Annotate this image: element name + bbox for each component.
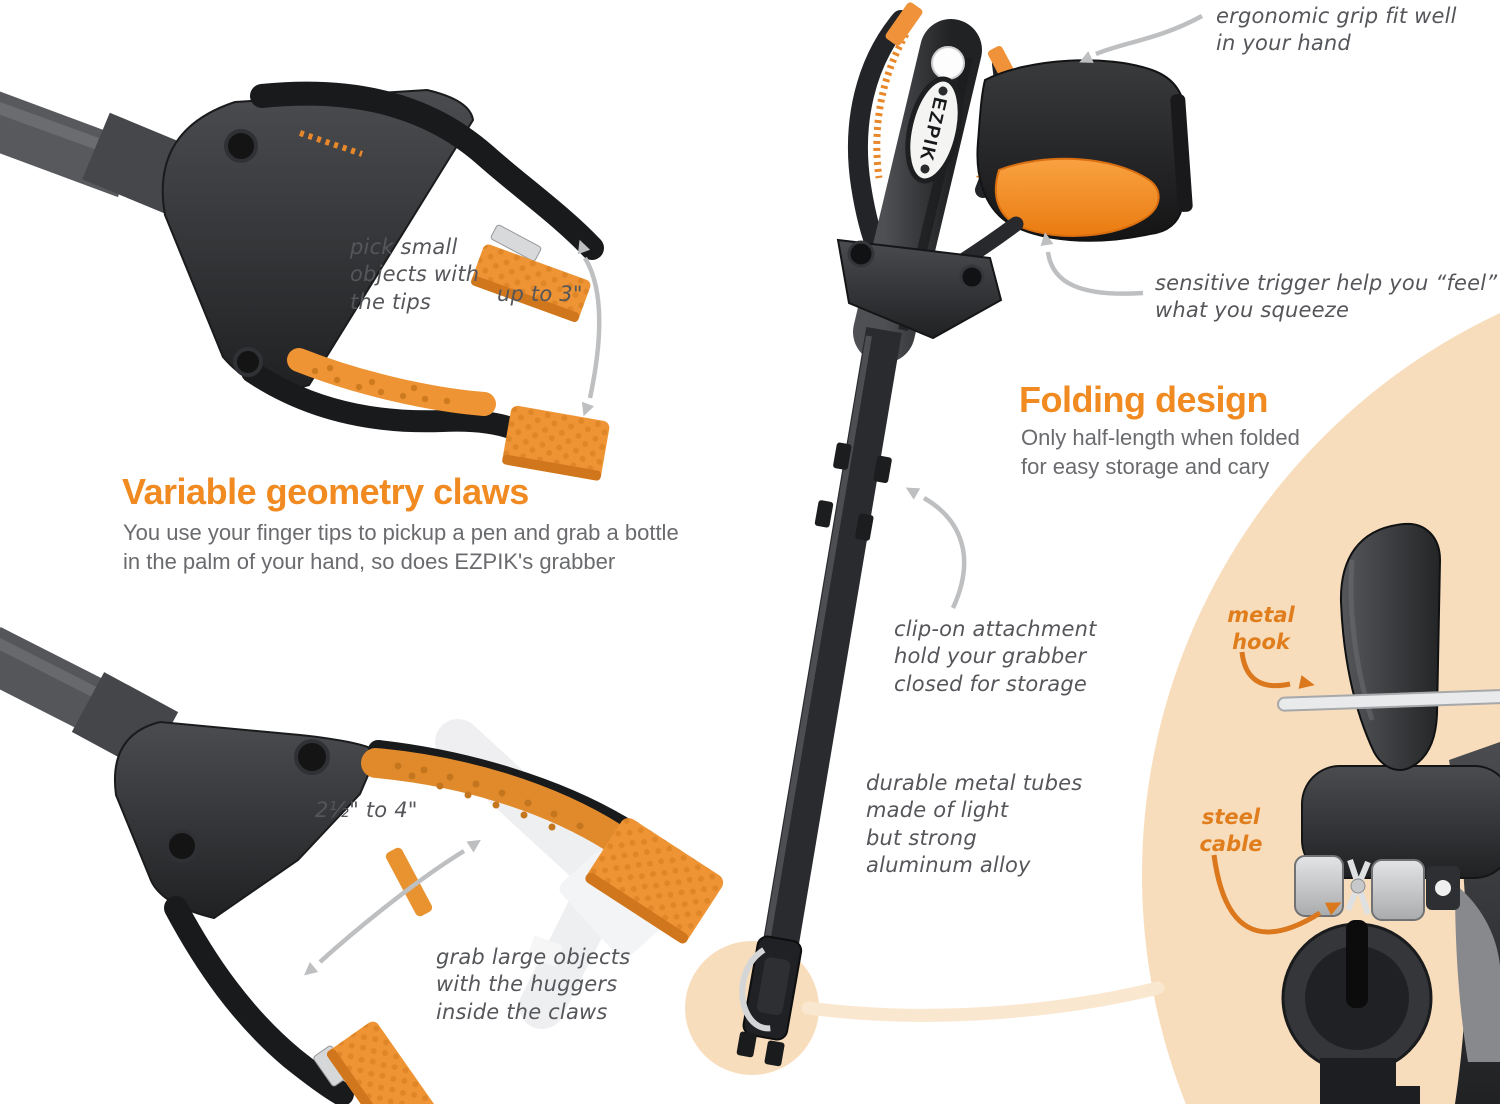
left-claw-prong <box>847 10 911 268</box>
brand-badge: EZPIK <box>905 76 963 184</box>
hang-hole <box>931 46 965 80</box>
note-metal-tubes: durable metal tubes made of light but st… <box>866 771 1083 877</box>
heading-variable-claws: Variable geometry claws <box>122 471 529 512</box>
steel-cable-arrow <box>1211 854 1342 935</box>
body-folding-design: Only half-length when folded for easy st… <box>1021 425 1300 479</box>
hugger-dots <box>394 762 584 831</box>
bushing-right <box>1371 859 1425 921</box>
linkage-plate <box>836 238 1003 340</box>
closeup-rear-tube-light <box>1455 884 1500 1062</box>
shaft-highlight <box>0 637 113 705</box>
hole-plate-hole <box>1435 880 1451 896</box>
lower-tip-pad <box>502 405 610 481</box>
pivot-screw-top <box>224 129 258 163</box>
grabber-folded-vertical: EZPIK <box>736 2 1193 1067</box>
lower-jaw-orange-band <box>287 348 496 416</box>
range-2-4-arrow <box>304 839 481 976</box>
badge-rivet-top <box>938 86 948 96</box>
lower-jaw <box>241 361 532 443</box>
grip-end-bar <box>1170 93 1193 212</box>
grabber-head-top-left <box>0 81 610 481</box>
linkage-screw-right <box>959 264 985 290</box>
linkage-screw-left <box>847 240 875 268</box>
ergonomic-arrow <box>1079 14 1204 63</box>
note-pick-small: pick small objects with the tips <box>350 235 480 314</box>
label-range-2-4: 2½" to 4" <box>315 798 418 822</box>
lower-jaw <box>164 896 354 1104</box>
metal-pin <box>1277 689 1500 712</box>
upper-jaw <box>250 81 604 260</box>
tip-metal-clip <box>490 224 542 262</box>
mechanism-closeup <box>1277 522 1500 1104</box>
main-shaft-highlight <box>757 335 872 985</box>
pivot-screw-bottom <box>233 347 263 377</box>
label-up-to-3: up to 3" <box>497 282 583 306</box>
cable-knot <box>1350 878 1366 894</box>
heading-folding-design: Folding design <box>1019 379 1268 420</box>
up-to-3-range-arrow <box>577 239 602 417</box>
upper-tip-pad <box>471 244 591 323</box>
upper-jaw-serration <box>299 130 363 157</box>
trigger-arrow <box>1040 232 1144 296</box>
pivot-screw-bottom <box>165 829 199 863</box>
grabber-open-bottom-left <box>0 627 724 1104</box>
body-variable-claws: You use your finger tips to pickup a pen… <box>123 520 679 574</box>
clip-end <box>736 935 803 1067</box>
joint-foot <box>1320 1058 1420 1104</box>
note-clip-on-attachment: clip-on attachment hold your grabber clo… <box>894 617 1097 696</box>
note-sensitive-trigger: sensitive trigger help you “feel” what y… <box>1155 271 1498 323</box>
inner-hugger-strip <box>385 847 433 917</box>
lens-leader-band <box>801 981 1165 1022</box>
left-claw-tip <box>885 2 923 46</box>
note-grab-large: grab large objects with the huggers insi… <box>436 945 631 1024</box>
lower-tip-pad <box>326 1021 436 1104</box>
joint-slot <box>1346 920 1368 1008</box>
label-steel-cable: steel cable <box>1199 805 1263 856</box>
callout-arrows <box>304 14 1342 976</box>
left-claw-serration <box>873 32 910 179</box>
clip-on-arrow <box>905 487 967 609</box>
main-shaft <box>755 327 902 993</box>
note-ergonomic-grip: ergonomic grip fit well in your hand <box>1216 4 1457 56</box>
clip-on-tabs <box>814 442 892 541</box>
upper-jaw-hugger-band <box>361 748 629 853</box>
badge-rivet-bottom <box>920 164 930 174</box>
pivot-screw-top <box>294 739 330 775</box>
band-dots <box>311 364 451 405</box>
metal-hook-arrow <box>1239 651 1315 689</box>
label-metal-hook: metal hook <box>1227 603 1295 654</box>
upper-tip-pad <box>585 818 724 944</box>
